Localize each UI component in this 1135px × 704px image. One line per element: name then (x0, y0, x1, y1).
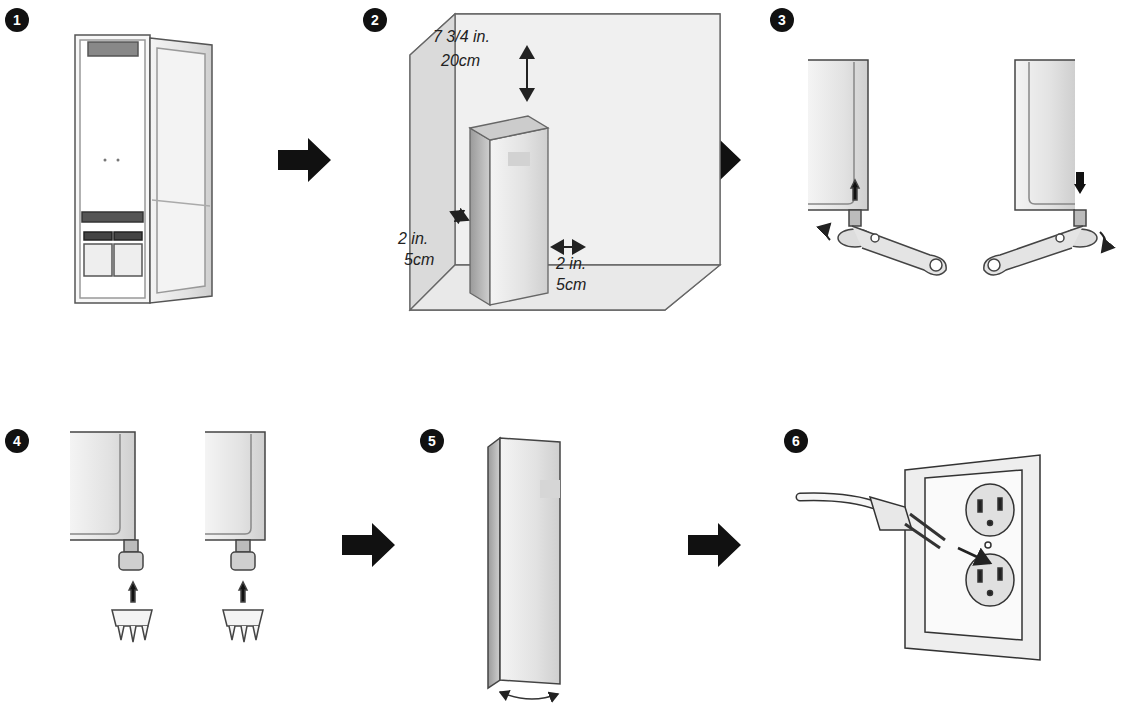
leveling-legs (808, 60, 1106, 275)
dimension-label: 5cm (556, 276, 586, 294)
closed-cabinet (488, 438, 560, 699)
step-number: 4 (5, 429, 29, 453)
step-number-text: 4 (13, 433, 21, 449)
room-clearance (410, 14, 720, 310)
step-number-text: 5 (428, 433, 436, 449)
step-number-text: 1 (13, 12, 21, 28)
step-number: 2 (363, 8, 387, 32)
step-number: 3 (770, 8, 794, 32)
dimension-label: 20cm (441, 52, 480, 70)
step-number: 6 (784, 429, 808, 453)
dimension-label: 2 in. (398, 230, 428, 248)
dimension-label: 5cm (404, 251, 434, 269)
leg-caps (70, 432, 265, 642)
step-number-text: 3 (778, 12, 786, 28)
step-number-text: 2 (371, 12, 379, 28)
step-number-text: 6 (792, 433, 800, 449)
plug-outlet (800, 455, 1040, 660)
dimension-label: 7 3/4 in. (433, 28, 490, 46)
dimension-label: 2 in. (556, 255, 586, 273)
open-cabinet (75, 35, 212, 303)
step-number: 1 (5, 8, 29, 32)
step-number: 5 (420, 429, 444, 453)
